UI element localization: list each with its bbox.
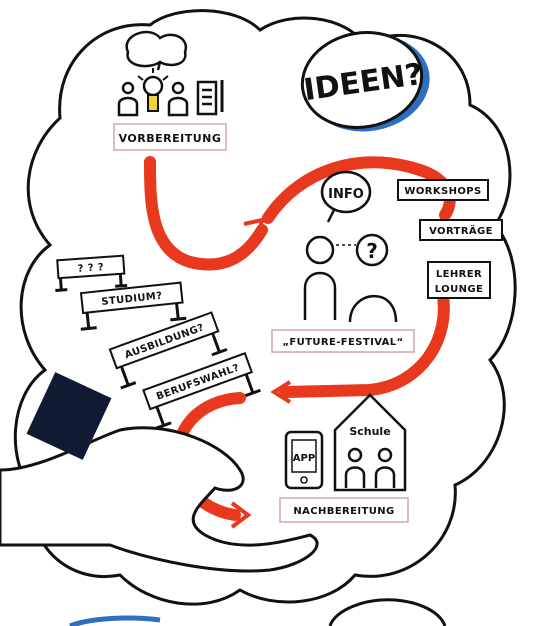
festival-label: „FUTURE-FESTIVAL“	[282, 337, 403, 348]
lounge-box	[427, 261, 491, 299]
discussion-icon	[125, 30, 188, 71]
arrow-festival-to-followup	[279, 284, 450, 398]
question-mark: ?	[366, 239, 378, 263]
info-text: INFO	[328, 187, 364, 202]
preparation-box	[113, 123, 227, 151]
followup-box	[279, 497, 409, 523]
talks-box	[419, 219, 503, 241]
lounge-label-line1: LEHRER	[436, 269, 482, 280]
arrow-prep-to-festival	[144, 156, 268, 271]
notepad-icon	[196, 80, 224, 116]
sleeve-cuff	[26, 372, 112, 460]
arrowhead	[243, 217, 265, 239]
followup-label: NACHBEREITUNG	[293, 506, 394, 517]
lounge-label-line2: LOUNGE	[435, 284, 483, 295]
arrowhead	[270, 380, 292, 404]
app-text: APP	[293, 453, 315, 464]
phone-icon: APP	[284, 430, 324, 490]
helping-hand	[0, 372, 319, 573]
lightbulb-icon	[137, 68, 169, 112]
hurdle-top-text: ? ? ?	[77, 262, 104, 275]
talks-label: VORTRÄGE	[429, 223, 493, 237]
person-icon	[117, 81, 139, 117]
arrowhead	[230, 501, 252, 529]
workshops-box	[397, 179, 489, 201]
hurdle-study: STUDIUM?	[79, 281, 187, 331]
school-label: Schule	[349, 425, 390, 438]
bottom-blue-fragment	[69, 615, 161, 626]
workshops-label: WORKSHOPS	[404, 186, 481, 197]
ideas-bubble: IDEEN?	[300, 31, 430, 132]
hurdle-top: ? ? ?	[55, 254, 128, 292]
bottom-bubble-fragment	[328, 598, 447, 626]
preparation-label: VORBEREITUNG	[119, 132, 222, 145]
school-icon	[333, 393, 407, 492]
person-icon	[303, 235, 337, 320]
person-icon	[167, 81, 189, 117]
person-icon	[348, 233, 398, 323]
info-speech-bubble: INFO	[320, 170, 372, 223]
festival-box	[271, 329, 415, 353]
